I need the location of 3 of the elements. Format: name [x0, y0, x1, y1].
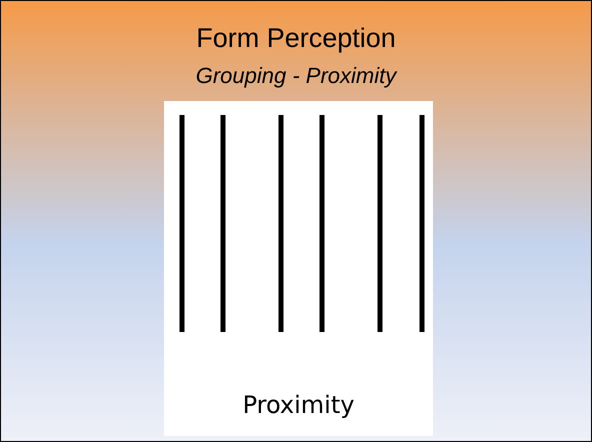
slide-title: Form Perception — [195, 23, 397, 54]
caption: Proximity — [242, 391, 356, 419]
subtitle: Grouping - Proximity — [194, 63, 398, 89]
